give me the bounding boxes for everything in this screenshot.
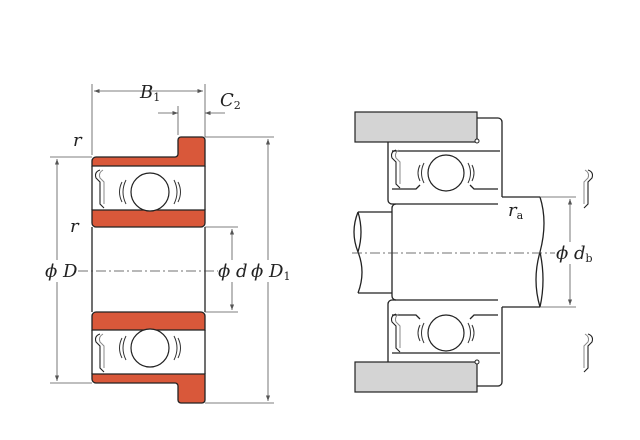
label-C2: C2 — [220, 90, 241, 112]
seal-icon — [94, 169, 105, 209]
inner-ring-top — [91, 209, 206, 228]
label-phi-d: ϕ d — [218, 261, 248, 282]
ball-top — [130, 172, 170, 212]
inner-ring-bottom — [91, 311, 206, 331]
label-ra: ra — [508, 200, 524, 222]
label-r-top: r — [73, 130, 83, 151]
label-phi-D: ϕ D — [45, 261, 78, 282]
ball-bottom — [130, 328, 170, 368]
label-phi-D1: ϕ D1 — [251, 261, 290, 283]
shaft — [353, 196, 545, 308]
housing-top — [354, 111, 478, 143]
label-r-mid: r — [70, 216, 80, 237]
housing-bottom — [354, 361, 478, 393]
outer-ring-bottom — [91, 373, 206, 404]
ball-bottom-mounted — [427, 314, 465, 352]
outer-ring-top — [91, 136, 206, 167]
mounting-arrangement: ra ϕ db — [352, 111, 595, 393]
flanged-bearing-section: B1 C2 r r ϕ D ϕ d ϕ D1 — [44, 82, 594, 404]
label-B1: B1 — [139, 82, 160, 104]
label-phi-db: ϕ db — [556, 243, 593, 265]
ball-top-mounted — [427, 154, 465, 192]
